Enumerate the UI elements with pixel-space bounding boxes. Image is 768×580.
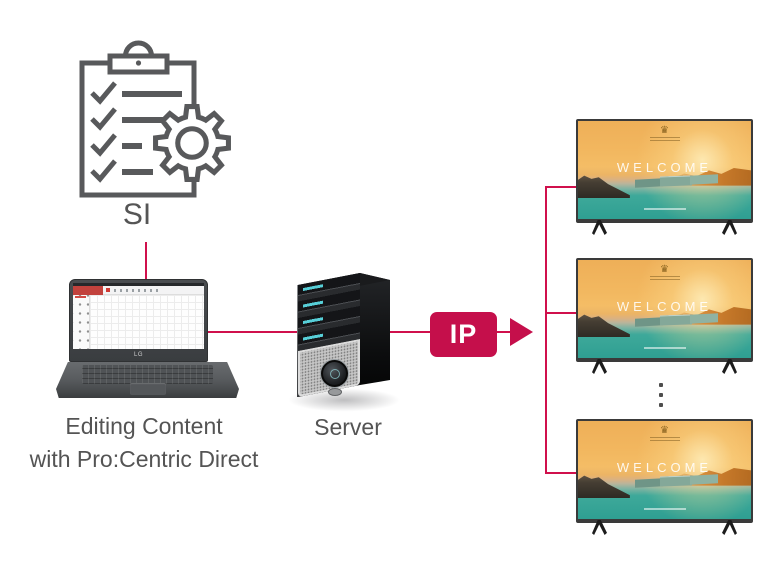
hotel-crown-logo-icon (649, 125, 680, 141)
laptop-base (56, 362, 239, 398)
display-1: WELCOME (576, 119, 753, 235)
rock-art (578, 314, 630, 338)
display-3-screen: WELCOME (578, 421, 751, 519)
connector-ip-to-arrow (497, 331, 512, 333)
rock-art (578, 175, 630, 199)
screen-footer-text (643, 508, 686, 511)
display-2: WELCOME (576, 258, 753, 374)
tv-foot-left (592, 520, 607, 535)
hotel-crown-logo-icon (649, 425, 680, 441)
laptop-caption: Editing Content with Pro:Centric Direct (5, 410, 283, 476)
laptop-caption-line2: with Pro:Centric Direct (29, 446, 259, 472)
laptop-caption-line1: Editing Content (65, 413, 223, 439)
resort-buildings-art (635, 313, 719, 329)
server-tower (286, 264, 402, 414)
tv-foot-right (722, 359, 737, 374)
editor-toolbar (73, 286, 204, 295)
connector-display-bus (545, 186, 547, 474)
laptop-screen: LG (69, 279, 208, 362)
rock-art (578, 475, 630, 499)
branch-display-2 (546, 312, 577, 314)
ip-badge: IP (430, 312, 497, 357)
resort-buildings-art (635, 474, 719, 490)
branch-display-3 (546, 472, 577, 474)
tv-foot-left (592, 359, 607, 374)
server-side-panel (360, 273, 390, 385)
screen-footer-text (643, 208, 686, 211)
vertical-ellipsis-icon (659, 383, 664, 413)
editor-canvas-grid (90, 295, 204, 349)
ip-badge-label: IP (449, 319, 478, 349)
gear-icon (153, 104, 231, 182)
tv-foot-left (592, 220, 607, 235)
screen-footer-text (643, 347, 686, 350)
branch-display-1 (546, 186, 577, 188)
clipboard-checklist-gear-icon (79, 40, 231, 198)
arrow-right-icon (510, 318, 533, 346)
display-3: WELCOME (576, 419, 753, 535)
editor-red-banner (73, 286, 103, 295)
tv-foot-right (722, 520, 737, 535)
server-drive-bays (298, 272, 360, 351)
welcome-text: WELCOME (616, 460, 713, 476)
editor-app-window (73, 283, 204, 349)
connector-si-to-laptop (145, 242, 147, 280)
editor-tool-sidebar (73, 295, 90, 349)
server-power-button-icon (321, 360, 348, 387)
server-usb-port (328, 388, 342, 396)
welcome-text: WELCOME (616, 160, 713, 176)
hotel-crown-logo-icon (649, 264, 680, 280)
display-2-screen: WELCOME (578, 260, 751, 358)
welcome-text: WELCOME (616, 299, 713, 315)
display-1-screen: WELCOME (578, 121, 751, 219)
tv-foot-right (722, 220, 737, 235)
laptop-keyboard (81, 364, 214, 384)
editor-titlebar (73, 283, 204, 286)
si-label: SI (122, 198, 152, 231)
server-label: Server (314, 414, 382, 440)
laptop-brand-logo: LG (133, 352, 143, 358)
resort-buildings-art (635, 174, 719, 190)
laptop-trackpad (129, 383, 166, 395)
